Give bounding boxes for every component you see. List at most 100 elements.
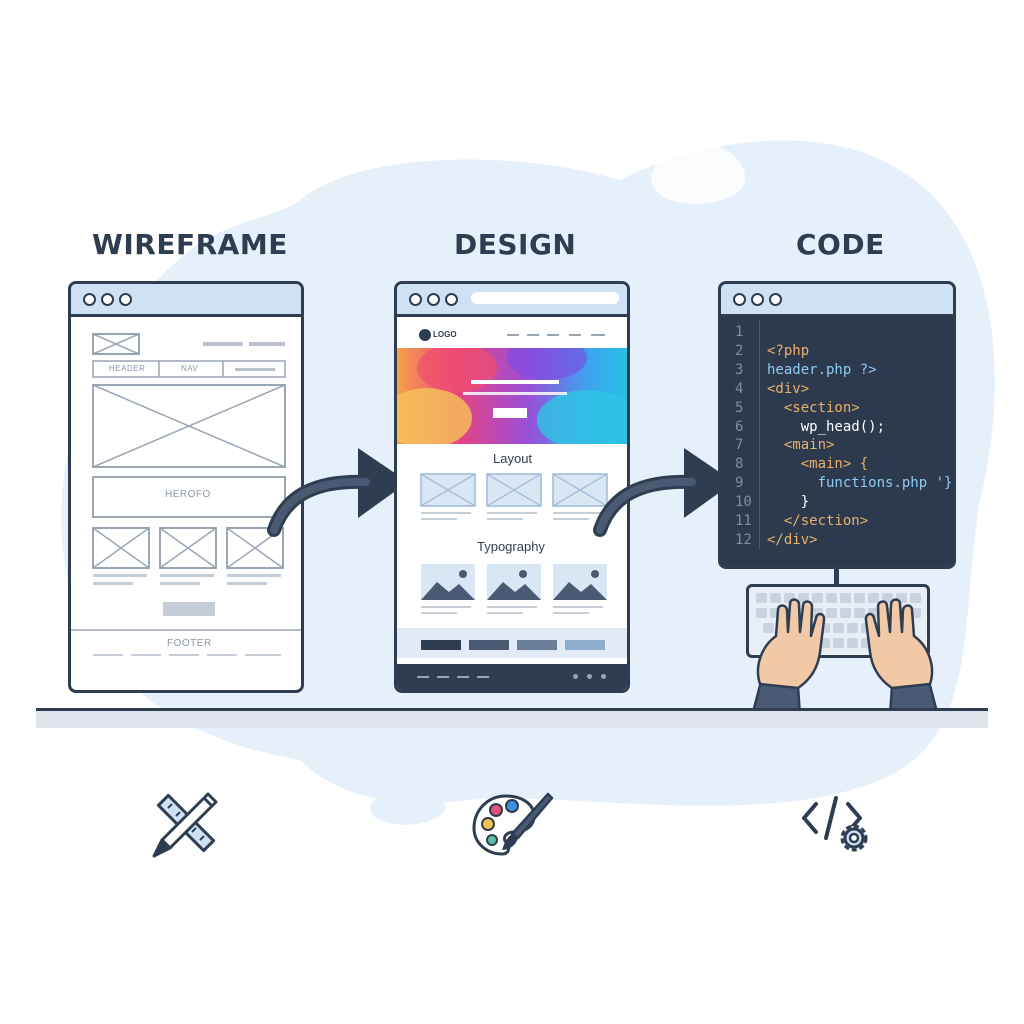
window-dot-icon — [733, 293, 746, 306]
code-text: <section> — [767, 399, 860, 416]
window-dot-icon — [769, 293, 782, 306]
keyboard-key — [909, 608, 921, 618]
window-dot-icon — [751, 293, 764, 306]
line-number: 6 — [735, 418, 744, 435]
keyboard-key — [797, 593, 809, 603]
keyboard-key — [881, 593, 893, 603]
wireframe-hero-label: HEROFO — [165, 489, 211, 500]
line-number: 12 — [735, 531, 752, 548]
code-text: <?php — [767, 342, 810, 359]
line-number: 1 — [735, 324, 744, 340]
code-text: wp_head(); — [767, 418, 886, 435]
monitor-stand — [834, 569, 839, 585]
code-window-bar — [721, 284, 953, 317]
code-text: </section> — [767, 513, 869, 529]
keyboard-key — [909, 593, 921, 603]
code-line: 8 <main> { — [721, 456, 953, 475]
keyboard-key — [867, 593, 879, 603]
wireframe-window-bar — [71, 284, 301, 317]
typography-label: Typography — [477, 539, 545, 554]
keyboard-key — [811, 593, 823, 603]
code-text: <main> — [767, 437, 835, 454]
code-line: 4 <div> — [721, 380, 953, 400]
keyboard-key — [853, 608, 865, 618]
line-number: 5 — [735, 399, 744, 416]
footer-block — [517, 640, 557, 650]
wireframe-title: WIREFRAME — [92, 228, 288, 261]
code-text: <div> — [767, 380, 810, 397]
code-line: 7 <main> — [721, 437, 953, 456]
keyboard-key — [895, 593, 907, 603]
typing-hands — [750, 598, 940, 716]
window-dot-icon — [409, 293, 422, 306]
keyboard-key — [769, 608, 781, 618]
code-line: 2 <?php — [721, 342, 953, 362]
arrow-icon — [593, 448, 734, 537]
footer-block — [469, 640, 509, 650]
keyboard-key — [769, 593, 781, 603]
nav-link — [527, 334, 539, 336]
wireframe-footer-label: FOOTER — [167, 638, 212, 649]
code-text: functions.php '} — [767, 475, 953, 492]
keyboard-key — [832, 638, 844, 648]
line-number: 4 — [735, 380, 744, 397]
design-window-bar — [397, 284, 627, 317]
window-dot-icon — [445, 293, 458, 306]
footer-block — [565, 640, 605, 650]
wireframe-placeholders — [71, 333, 301, 656]
keyboard-key — [867, 608, 879, 618]
window-dot-icon — [427, 293, 440, 306]
wireframe-nav-label: NAV — [181, 364, 199, 373]
code-line: 11 </section> — [721, 513, 953, 532]
code-line: 3 header.php ?> — [721, 361, 953, 381]
window-dot-icon — [101, 293, 114, 306]
line-number: 3 — [735, 361, 744, 378]
code-line: 10 } — [721, 494, 953, 513]
keyboard-key — [811, 608, 823, 618]
pencil-ruler-icon — [152, 792, 218, 858]
keyboard-key — [783, 593, 795, 603]
layout-placeholders — [420, 473, 608, 520]
line-number: 2 — [735, 342, 744, 359]
code-line: 5 <section> — [721, 399, 953, 419]
nav-link — [591, 334, 605, 336]
keyboard-key — [762, 623, 774, 633]
keyboard-key — [853, 593, 865, 603]
code-text: header.php ?> — [767, 361, 877, 378]
keyboard-key — [825, 608, 837, 618]
code-text: </div> — [767, 531, 818, 548]
code-line: 1 — [721, 324, 953, 343]
address-bar — [471, 292, 619, 304]
nav-link — [547, 334, 559, 336]
keyboard-key — [832, 623, 844, 633]
wireframe-header-label: HEADER — [109, 364, 146, 373]
nav-link — [569, 334, 581, 336]
code-text: } — [767, 494, 810, 511]
design-window: LOGO Layout — [394, 281, 630, 693]
code-line: 12 </div> — [721, 531, 953, 551]
design-footer-bar — [397, 664, 627, 690]
code-line: 6 wp_head(); — [721, 418, 953, 438]
desk-surface — [36, 708, 988, 728]
palette-brush-icon — [472, 792, 554, 856]
window-dot-icon — [83, 293, 96, 306]
keyboard-key — [839, 593, 851, 603]
design-hero-image — [397, 348, 627, 444]
layout-label: Layout — [493, 451, 533, 466]
keyboard-key — [825, 593, 837, 603]
code-text: <main> { — [767, 456, 869, 473]
wireframe-window: HEADER NAV HEROFO FOOTER — [68, 281, 304, 693]
line-number: 10 — [735, 494, 752, 511]
keyboard-key — [846, 638, 858, 648]
code-gutter-divider — [759, 320, 760, 550]
line-number: 7 — [735, 437, 744, 454]
logo-icon — [419, 329, 431, 341]
code-gear-icon — [802, 796, 868, 852]
footer-block — [421, 640, 461, 650]
keyboard-key — [839, 608, 851, 618]
keyboard-key — [860, 638, 872, 648]
logo-label: LOGO — [433, 330, 457, 339]
image-placeholders — [421, 564, 607, 614]
